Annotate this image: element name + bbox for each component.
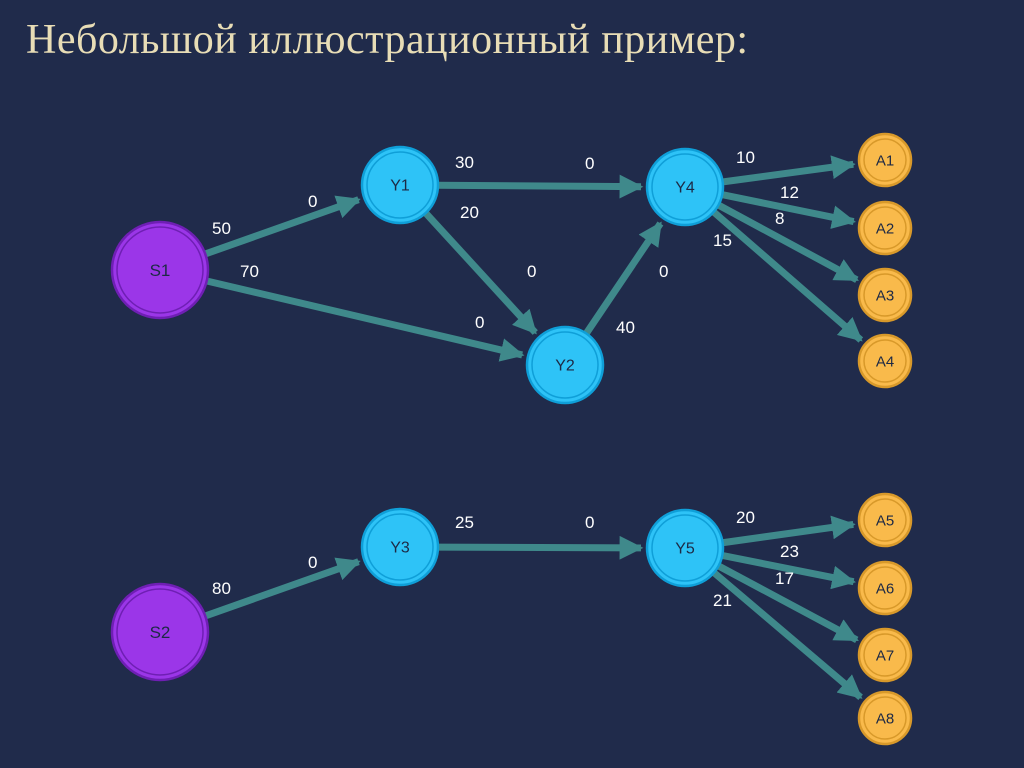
node-label-S2: S2 [150,623,171,642]
node-A7: A7 [857,627,913,683]
node-inner-ring-A8 [863,696,907,740]
node-circle-A5 [857,492,913,548]
node-inner-ring-S1 [116,226,204,314]
edge-label-Y3-Y5: 0 [585,513,594,532]
node-label-A6: A6 [876,580,894,597]
node-circle-S1 [110,220,210,320]
node-A5: A5 [857,492,913,548]
node-label-A5: A5 [876,512,894,529]
node-label-Y2: Y2 [555,358,575,375]
node-Y4: Y4 [645,147,725,227]
edge-label-Y1-Y2: 20 [460,203,479,222]
node-inner-ring-A4 [863,339,907,383]
node-Y3: Y3 [360,507,440,587]
edge-label-Y5-A6: 23 [780,542,799,561]
node-inner-ring-Y5 [651,514,719,582]
node-circle-A2 [857,200,913,256]
node-A8: A8 [857,690,913,746]
edge-labels-layer: 50 0 70 0 30 0 20 0 40 0 10 12 8 15 80 0 25 0 20 23 17 21 [212,148,799,610]
node-circle-A3 [857,267,913,323]
node-inner-ring-A3 [863,273,907,317]
node-Y1: Y1 [360,145,440,225]
edge-S1-Y2 [159,266,525,362]
node-label-A8: A8 [876,710,894,727]
node-circle-A4 [857,333,913,389]
node-inner-ring-S2 [116,588,204,676]
node-Y2: Y2 [525,325,605,405]
node-inner-ring-A1 [863,138,907,182]
node-circle-Y5 [645,508,725,588]
node-S2: S2 [110,582,210,682]
edges-layer [158,155,864,700]
edge-label-Y3-Y5: 25 [455,513,474,532]
edge-label-Y5-A7: 17 [775,569,794,588]
node-A6: A6 [857,560,913,616]
node-circle-Y2 [525,325,605,405]
edge-Y3-Y5 [399,535,644,560]
slide-title: Небольшой иллюстрационный пример: [26,17,749,63]
edge-label-Y2-Y4: 0 [659,262,668,281]
node-inner-ring-A6 [863,566,907,610]
node-label-Y5: Y5 [675,541,695,558]
node-circle-A8 [857,690,913,746]
edge-label-Y1-Y2: 0 [527,262,536,281]
node-A3: A3 [857,267,913,323]
edge-label-Y4-A4: 15 [713,231,732,250]
node-inner-ring-A7 [863,633,907,677]
edge-label-S2-Y3: 0 [308,553,317,572]
node-inner-ring-A5 [863,498,907,542]
node-circle-Y1 [360,145,440,225]
edge-label-Y1-Y4: 0 [585,154,594,173]
node-label-A3: A3 [876,287,894,304]
edge-label-Y2-Y4: 40 [616,318,635,337]
node-Y5: Y5 [645,508,725,588]
node-label-Y1: Y1 [390,178,410,195]
edge-Y1-Y4 [399,174,644,199]
node-label-A2: A2 [876,220,894,237]
node-S1: S1 [110,220,210,320]
node-A4: A4 [857,333,913,389]
node-circle-A6 [857,560,913,616]
edge-label-S1-Y2: 70 [240,262,259,281]
node-A1: A1 [857,132,913,188]
node-label-Y3: Y3 [390,540,410,557]
node-label-A7: A7 [876,647,894,664]
edge-label-Y5-A8: 21 [713,591,732,610]
node-inner-ring-Y3 [366,513,434,581]
node-circle-Y4 [645,147,725,227]
node-inner-ring-A2 [863,206,907,250]
node-inner-ring-Y2 [531,331,599,399]
node-label-A1: A1 [876,152,894,169]
node-inner-ring-Y1 [366,151,434,219]
node-inner-ring-Y4 [651,153,719,221]
node-A2: A2 [857,200,913,256]
node-circle-S2 [110,582,210,682]
node-circle-Y3 [360,507,440,587]
edge-label-Y4-A1: 10 [736,148,755,167]
node-label-Y4: Y4 [675,180,695,197]
edge-label-S2-Y3: 80 [212,579,231,598]
node-circle-A1 [857,132,913,188]
edge-label-Y4-A3: 8 [775,209,784,228]
edge-label-Y1-Y4: 30 [455,153,474,172]
node-label-A4: A4 [876,353,894,370]
edge-label-S1-Y1: 50 [212,219,231,238]
edge-label-S1-Y1: 0 [308,192,317,211]
edge-label-Y4-A2: 12 [780,183,799,202]
edge-label-Y5-A5: 20 [736,508,755,527]
node-label-S1: S1 [150,261,171,280]
node-circle-A7 [857,627,913,683]
edge-label-S1-Y2: 0 [475,313,484,332]
